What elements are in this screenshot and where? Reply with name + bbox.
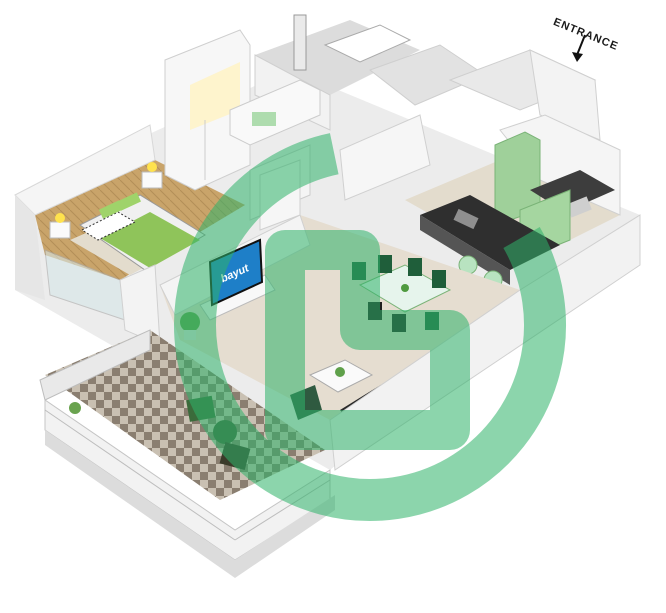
dining-chair bbox=[408, 258, 422, 276]
balcony-plant bbox=[69, 402, 81, 414]
nightstand bbox=[49, 221, 71, 239]
bed-pillow bbox=[98, 200, 123, 219]
nightstand bbox=[141, 171, 163, 189]
arrow-down-icon bbox=[572, 34, 586, 62]
coffee-table-plant bbox=[335, 367, 345, 377]
bed-stripes bbox=[80, 211, 137, 241]
bedside-lamp bbox=[147, 162, 157, 172]
bedside-lamp bbox=[55, 213, 65, 223]
kitchen-island-side bbox=[420, 215, 510, 285]
bed-pillow bbox=[116, 192, 141, 211]
railing-rail bbox=[44, 409, 236, 541]
island-sink bbox=[453, 208, 479, 230]
table-centerpiece bbox=[401, 284, 409, 292]
bedroom-back-wall bbox=[14, 124, 156, 216]
dining-chair bbox=[432, 270, 446, 288]
balcony-railing-left bbox=[39, 329, 151, 401]
shower-column bbox=[293, 14, 307, 71]
cooktop bbox=[566, 196, 592, 218]
bedroom-left-wall bbox=[15, 195, 45, 300]
bathroom-mirror bbox=[252, 112, 276, 126]
wardrobe-glow bbox=[190, 62, 240, 130]
storage-wall bbox=[339, 114, 431, 201]
living-front-wall bbox=[329, 214, 641, 471]
bathtub bbox=[323, 24, 412, 63]
dining-chair bbox=[378, 255, 392, 273]
brand-watermark-icon bbox=[174, 129, 566, 521]
